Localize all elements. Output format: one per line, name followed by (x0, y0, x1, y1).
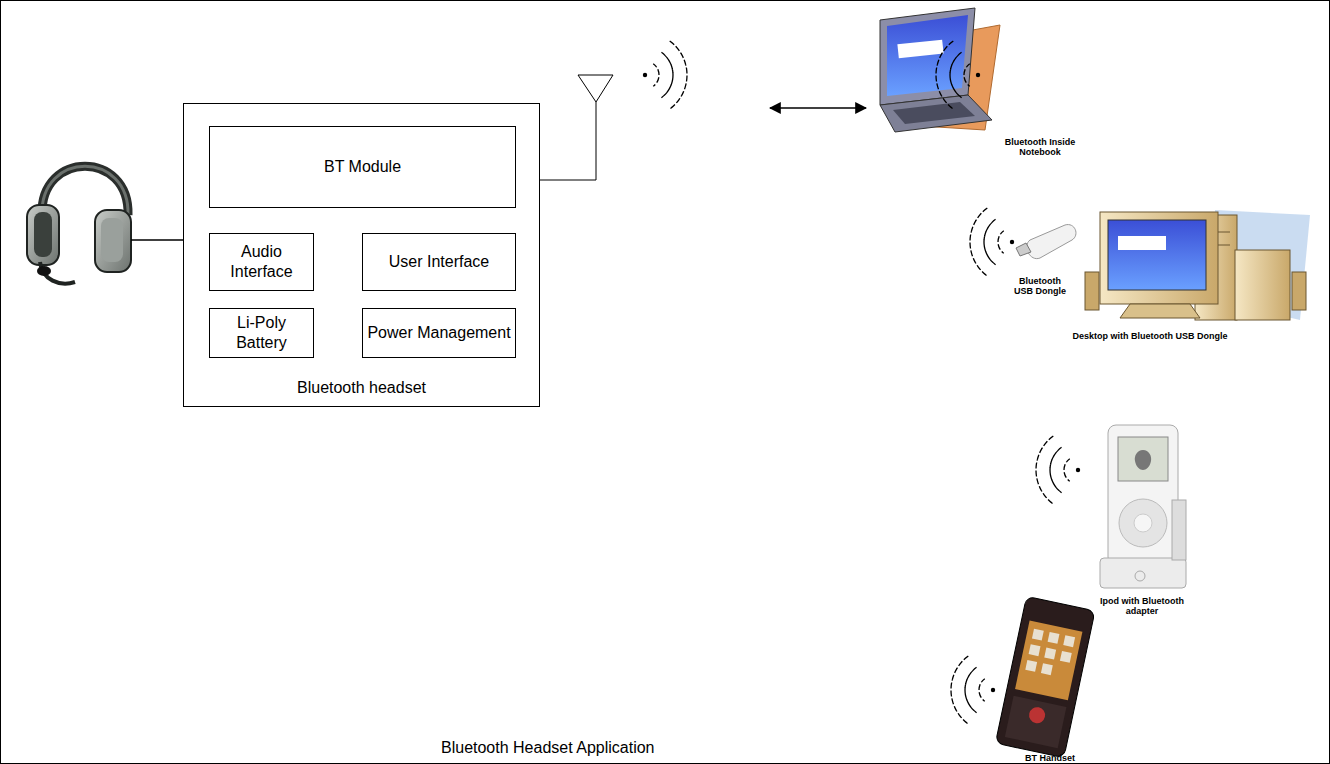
interface-box: Audio Interface (209, 233, 314, 291)
interface-box: User Interface (362, 233, 516, 291)
box-label: Audio Interface (214, 242, 309, 282)
box-label: Li-Poly Battery (214, 313, 309, 353)
device-label: Desktop with Bluetooth USB Dongle (1040, 331, 1260, 341)
headset-figure (27, 166, 131, 283)
device-label: Bluetooth USB Dongle (1010, 276, 1070, 296)
radio-waves (1036, 436, 1080, 504)
handset-figure (995, 596, 1095, 757)
battery-box: Li-Poly Battery (209, 308, 314, 358)
ipod-figure (1100, 425, 1186, 588)
power-box: Power Management (362, 308, 516, 358)
desktop-figure (1085, 210, 1310, 320)
notebook-figure (880, 8, 1000, 132)
box-label: Power Management (367, 323, 510, 343)
diagram-caption: Bluetooth Headset Application (441, 738, 654, 758)
radio-waves (951, 656, 995, 724)
device-label: Bluetooth Inside Notebook (995, 137, 1085, 157)
usb-dongle-figure (1016, 225, 1076, 259)
module-box: BT Module (209, 126, 516, 208)
box-label: Bluetooth headset (184, 378, 539, 398)
box-label: User Interface (389, 252, 489, 272)
box-label: BT Module (324, 157, 401, 177)
device-label: BT Handset (1005, 753, 1095, 763)
radio-waves (643, 41, 687, 109)
radio-waves (936, 41, 980, 109)
radio-waves (970, 208, 1014, 276)
radio-link-arrow (770, 107, 866, 109)
device-label: Ipod with Bluetooth adapter (1095, 596, 1190, 616)
headset-housing: Bluetooth headset BT ModuleAudio Interfac… (183, 103, 540, 407)
